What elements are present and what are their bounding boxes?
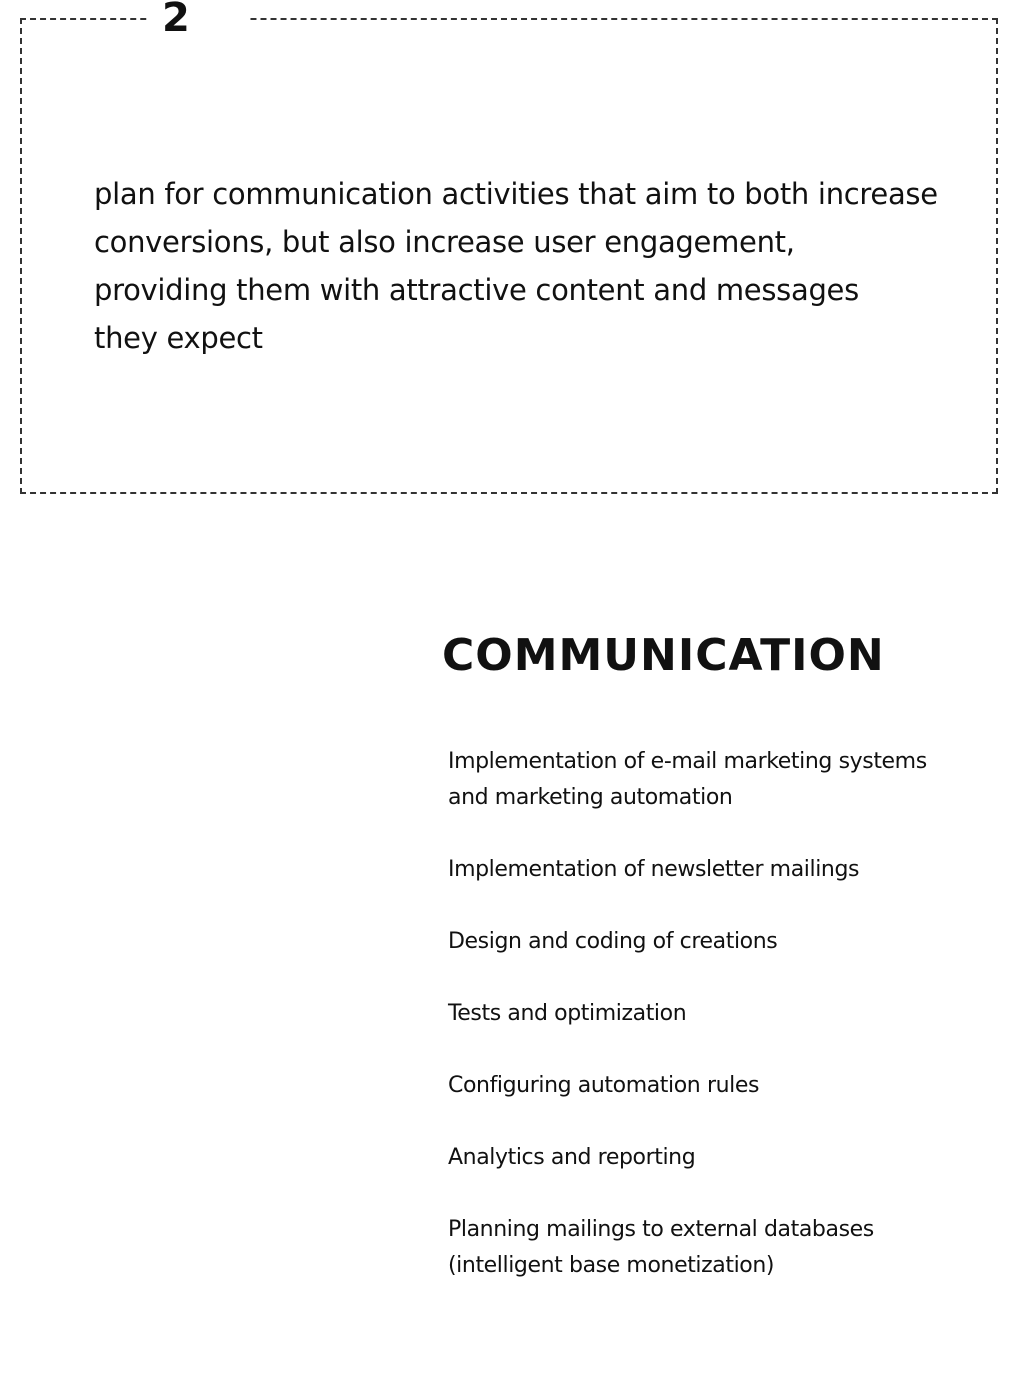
- service-list: Implementation of e-mail marketing syste…: [448, 744, 968, 1320]
- service-item-tests: Tests and optimization: [448, 1001, 687, 1026]
- service-item-design-coding: Design and coding of creations: [448, 929, 778, 954]
- step-number: 2: [148, 0, 248, 42]
- intro-paragraph: plan for communication activities that a…: [94, 177, 938, 355]
- service-item-automation-rules: Configuring automation rules: [448, 1073, 760, 1098]
- section-title: COMMUNICATION: [442, 630, 885, 681]
- service-item-analytics: Analytics and reporting: [448, 1145, 696, 1170]
- service-item-external-databases: Planning mailings to external databases …: [448, 1217, 874, 1278]
- dashed-frame: [20, 18, 998, 494]
- service-item-newsletter: Implementation of newsletter mailings: [448, 857, 860, 882]
- service-item-email-marketing: Implementation of e-mail marketing syste…: [448, 749, 927, 810]
